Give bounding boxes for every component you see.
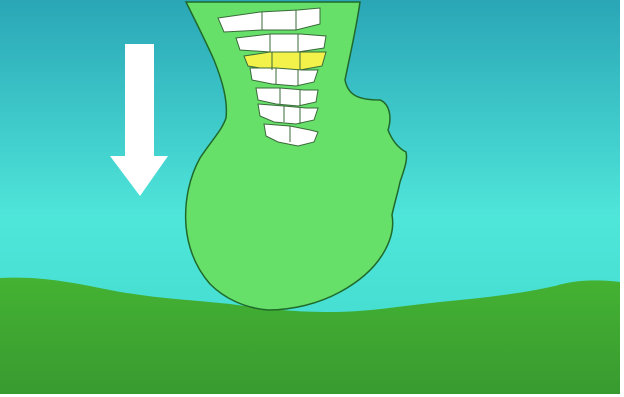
vertebra-2	[236, 34, 326, 52]
right-border	[620, 0, 624, 397]
vertebra-3-highlight	[244, 52, 326, 70]
